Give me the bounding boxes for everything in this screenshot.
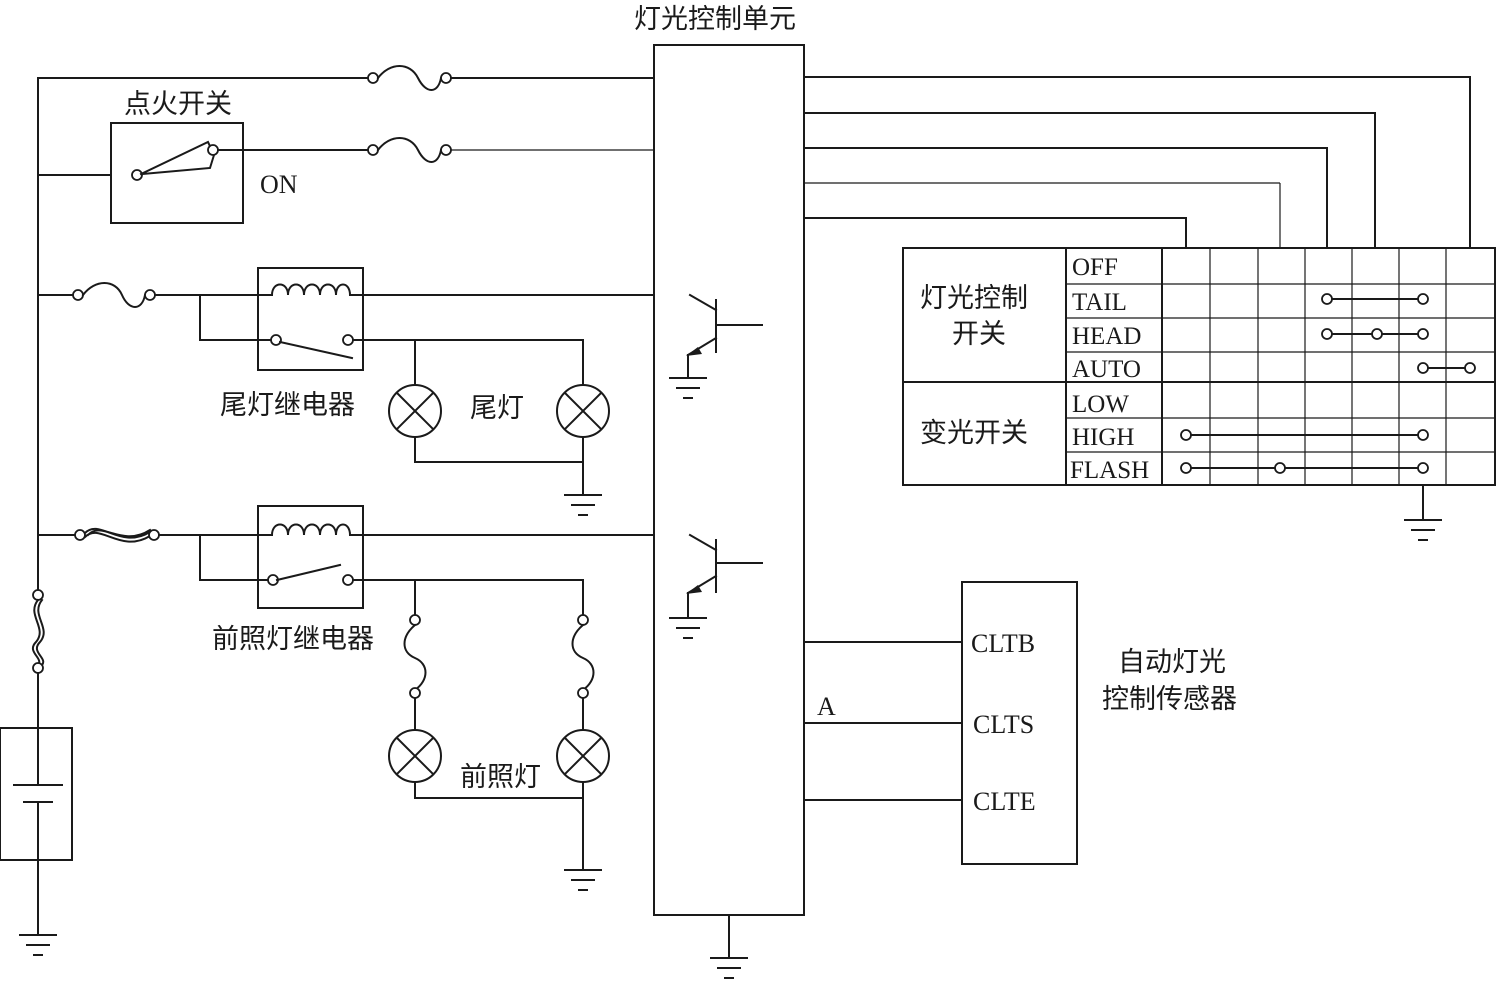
sensor-label: 自动灯光 (1118, 647, 1226, 678)
lamp-icon (556, 729, 610, 783)
main-fuse-link (31, 589, 45, 729)
lamp-icon (388, 729, 442, 783)
switch-position-low: LOW (1072, 391, 1129, 418)
fuse-icon (571, 614, 595, 699)
sensor-pin-cltb: CLTB (971, 629, 1035, 658)
transistor-icon (669, 533, 763, 639)
fuse-icon (367, 137, 654, 163)
sensor-pin-clts: CLTS (973, 710, 1034, 739)
ground-icon (710, 957, 748, 979)
head-lamp-wiring (362, 534, 691, 871)
point-a-label: A (817, 692, 836, 721)
switch-position-flash: FLASH (1070, 457, 1149, 484)
lamp-icon (556, 384, 610, 438)
ignition-on-label: ON (260, 170, 298, 199)
head-lamp-label: 前照灯 (460, 762, 541, 793)
ground-icon (564, 869, 602, 891)
ground-icon (19, 934, 57, 956)
control-unit: 灯光控制单元 (634, 4, 805, 959)
contact-bridge (1321, 293, 1429, 305)
contact-bridge (1180, 429, 1429, 441)
ground-icon (1404, 519, 1442, 541)
dimmer-switch-label: 变光开关 (920, 418, 1028, 449)
sensor-pin-clte: CLTE (973, 787, 1036, 816)
head-fuse-link (74, 527, 259, 581)
light-switch-label: 灯光控制 (920, 283, 1028, 314)
sensor-label-2: 控制传感器 (1102, 684, 1237, 715)
switch-position-auto: AUTO (1072, 356, 1141, 383)
switch-position-off: OFF (1072, 254, 1118, 281)
tail-lamp-label: 尾灯 (470, 393, 524, 424)
switch-harness (803, 76, 1471, 249)
auto-light-sensor: CLTB CLTS CLTE A 自动灯光 控制传感器 (803, 581, 1237, 865)
switch-position-high: HIGH (1072, 424, 1135, 451)
head-relay: 前照灯继电器 (212, 505, 374, 655)
battery-icon (0, 727, 73, 936)
tail-relay-label: 尾灯继电器 (220, 390, 355, 421)
head-relay-label: 前照灯继电器 (212, 624, 374, 655)
tail-lamp-wiring (362, 294, 691, 496)
fuse-icon (403, 614, 427, 699)
lamp-icon (388, 384, 442, 438)
contact-bridge (1417, 362, 1476, 374)
switch-position-tail: TAIL (1072, 289, 1127, 316)
ignition-switch-label: 点火开关 (124, 89, 232, 120)
fuse-icon (367, 65, 655, 91)
switch-table: 灯光控制 开关 变光开关 OFF TAIL HEAD AUTO LOW HIGH… (902, 247, 1496, 521)
light-switch-label-2: 开关 (952, 319, 1006, 350)
tail-fuse-icon (72, 282, 259, 341)
switch-position-head: HEAD (1072, 323, 1141, 350)
main-bus (37, 77, 371, 591)
tail-relay: 尾灯继电器 (220, 267, 364, 421)
ignition-switch: 点火开关 ON (110, 89, 371, 224)
ground-icon (564, 494, 602, 516)
contact-bridge (1180, 462, 1429, 474)
control-unit-title: 灯光控制单元 (634, 4, 796, 35)
contact-bridge (1321, 328, 1429, 340)
transistor-icon (669, 293, 763, 399)
